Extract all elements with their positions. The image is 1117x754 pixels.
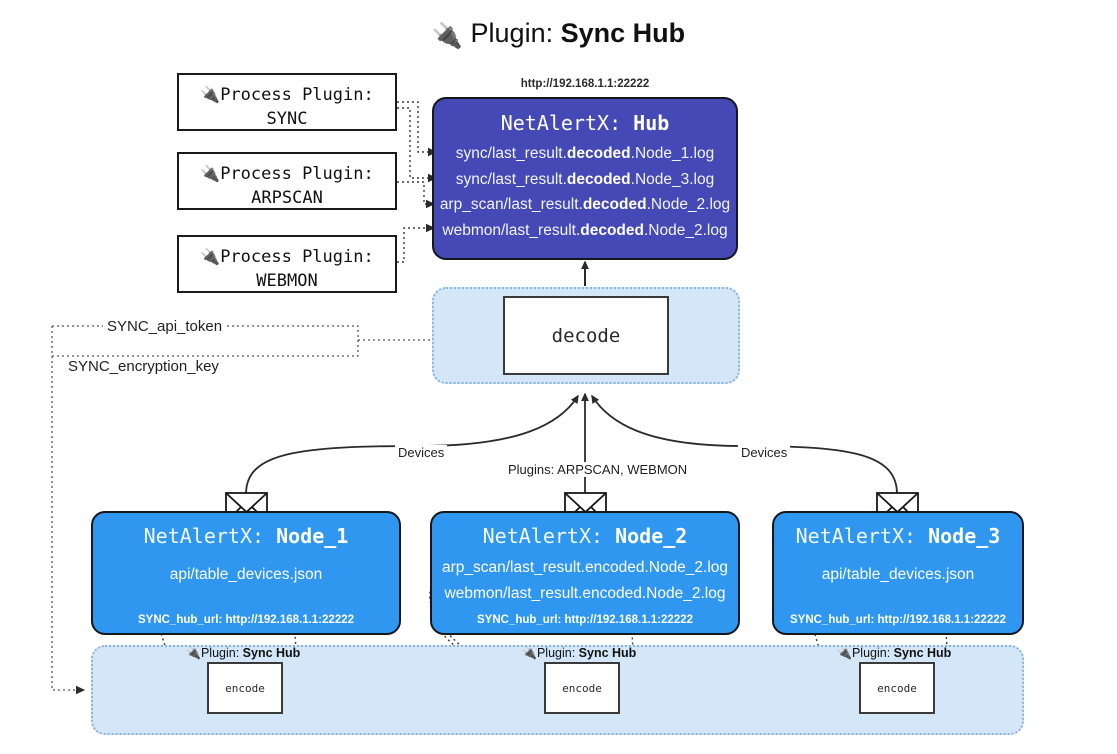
hub-url-label: http://192.168.1.1:22222 bbox=[520, 78, 650, 90]
node-resource-line: arp_scan/last_result.encoded.Node_2.log bbox=[441, 559, 729, 576]
process-plugin-name: ARPSCAN bbox=[251, 188, 323, 209]
node-title: NetAlertX: Node_2 bbox=[482, 524, 688, 548]
process-plugin-title: 🔌Process Plugin: bbox=[200, 164, 374, 184]
node-hub-url: SYNC_hub_url: http://192.168.1.1:22222 bbox=[476, 614, 694, 626]
node-title: NetAlertX: Node_3 bbox=[795, 524, 1001, 548]
encode-box-node-1[interactable]: encode bbox=[207, 662, 283, 714]
node-box-node-3[interactable]: NetAlertX: Node_3 api/table_devices.json… bbox=[772, 511, 1024, 635]
page-title-name: Sync Hub bbox=[560, 18, 686, 48]
process-plugin-title: 🔌Process Plugin: bbox=[200, 85, 374, 105]
hub-title: NetAlertX: Hub bbox=[500, 111, 670, 135]
sync-encryption-key-label: SYNC_encryption_key bbox=[64, 358, 223, 375]
encode-plugin-caption: 🔌Plugin: Sync Hub bbox=[186, 646, 301, 660]
devices-label-left: Devices bbox=[395, 445, 448, 460]
process-plugin-name: SYNC bbox=[266, 109, 308, 130]
page-title: 🔌 Plugin: Sync Hub bbox=[0, 18, 1117, 51]
node-title: NetAlertX: Node_1 bbox=[143, 524, 349, 548]
devices-label-right: Devices bbox=[738, 445, 791, 460]
encode-label: encode bbox=[562, 681, 602, 695]
hub-box[interactable]: NetAlertX: Hub sync/last_result.decoded.… bbox=[432, 97, 738, 260]
process-plugin-box-sync[interactable]: 🔌Process Plugin: SYNC bbox=[177, 73, 397, 131]
plug-icon: 🔌 bbox=[200, 247, 221, 266]
encode-box-node-2[interactable]: encode bbox=[544, 662, 620, 714]
encode-plugin-caption: 🔌Plugin: Sync Hub bbox=[522, 646, 637, 660]
decode-label: decode bbox=[551, 324, 621, 347]
decode-box[interactable]: decode bbox=[503, 296, 669, 375]
node-resource-line: api/table_devices.json bbox=[821, 566, 975, 583]
node-resource-line: api/table_devices.json bbox=[169, 566, 323, 583]
hub-log-line: webmon/last_result.decoded.Node_2.log bbox=[442, 221, 728, 239]
node-hub-url: SYNC_hub_url: http://192.168.1.1:22222 bbox=[137, 614, 355, 626]
plugins-label-center: Plugins: ARPSCAN, WEBMON bbox=[505, 462, 691, 477]
plug-icon: 🔌 bbox=[200, 164, 221, 183]
encode-box-node-3[interactable]: encode bbox=[859, 662, 935, 714]
process-plugin-box-webmon[interactable]: 🔌Process Plugin: WEBMON bbox=[177, 235, 397, 293]
process-plugin-title: 🔌Process Plugin: bbox=[200, 247, 374, 267]
encode-label: encode bbox=[225, 681, 265, 695]
hub-log-line: sync/last_result.decoded.Node_3.log bbox=[455, 170, 715, 188]
encode-label: encode bbox=[877, 681, 917, 695]
plug-icon: 🔌 bbox=[186, 646, 201, 660]
plug-icon: 🔌 bbox=[522, 646, 537, 660]
hub-log-line: sync/last_result.decoded.Node_1.log bbox=[455, 145, 715, 162]
node-hub-url: SYNC_hub_url: http://192.168.1.1:22222 bbox=[789, 614, 1007, 626]
hub-log-line: arp_scan/last_result.decoded.Node_2.log bbox=[439, 196, 731, 214]
sync-api-token-label: SYNC_api_token bbox=[103, 318, 227, 335]
encode-plugin-caption: 🔌Plugin: Sync Hub bbox=[837, 646, 952, 660]
plug-icon: 🔌 bbox=[200, 85, 221, 104]
page-title-prefix: Plugin: bbox=[470, 18, 561, 48]
node-box-node-2[interactable]: NetAlertX: Node_2 arp_scan/last_result.e… bbox=[430, 511, 740, 635]
process-plugin-box-arpscan[interactable]: 🔌Process Plugin: ARPSCAN bbox=[177, 152, 397, 210]
node-box-node-1[interactable]: NetAlertX: Node_1 api/table_devices.json… bbox=[91, 511, 401, 635]
plug-icon: 🔌 bbox=[837, 646, 852, 660]
plug-icon: 🔌 bbox=[431, 22, 464, 50]
node-resource-line: webmon/last_result.encoded.Node_2.log bbox=[444, 585, 726, 603]
process-plugin-name: WEBMON bbox=[256, 271, 318, 292]
